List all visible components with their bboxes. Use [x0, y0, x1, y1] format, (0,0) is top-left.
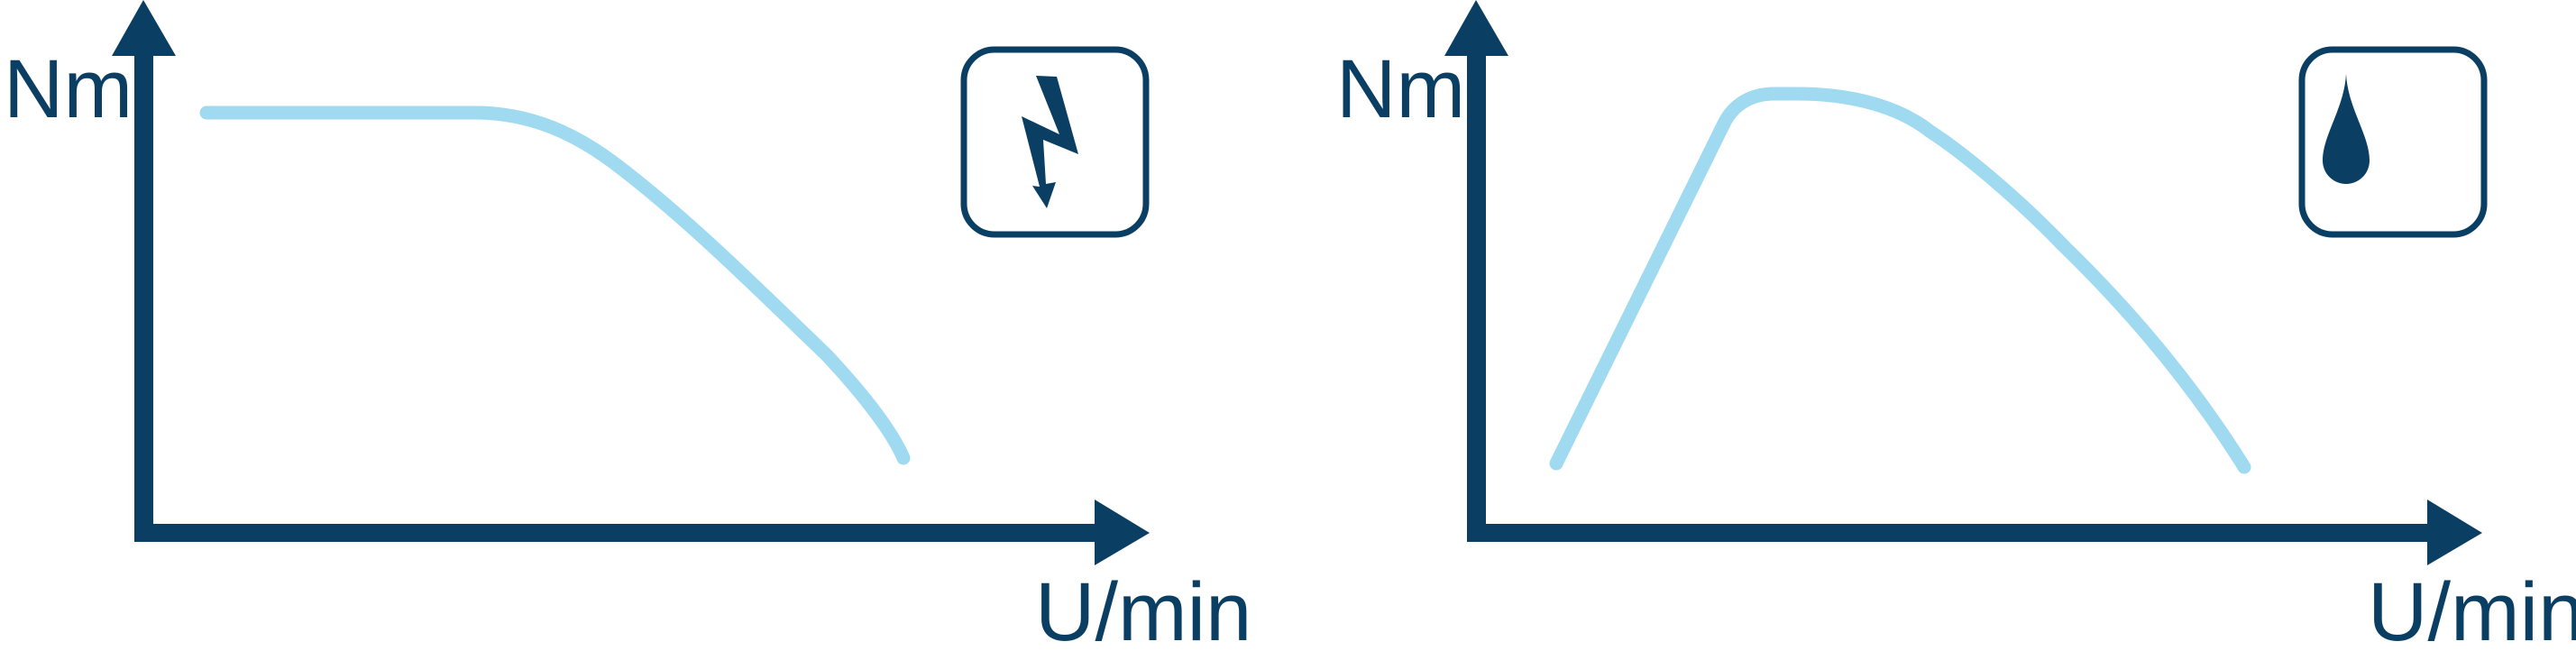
x-axis-arrow-icon [1095, 500, 1150, 565]
x-axis-label: U/min [1035, 566, 1251, 658]
icon-frame [960, 46, 1150, 238]
y-axis [134, 50, 153, 542]
x-axis-arrow-icon [2427, 500, 2482, 565]
fuel-drop-icon [2323, 74, 2370, 184]
y-axis-label: Nm [4, 43, 133, 135]
y-axis-label: Nm [1336, 43, 1465, 135]
y-axis-arrow-icon [1444, 0, 1508, 56]
x-axis [1467, 524, 2436, 542]
torque-curve [1549, 87, 2251, 474]
y-axis [1467, 50, 1486, 542]
y-axis-arrow-icon [112, 0, 176, 56]
icon-frame [2298, 46, 2488, 238]
x-axis-label: U/min [2368, 566, 2576, 658]
lightning-bolt-icon [1022, 76, 1078, 208]
electric-torque-chart: Nm U/min [4, 0, 1251, 658]
x-axis [134, 524, 1104, 542]
combustion-torque-chart: Nm U/min [1336, 0, 2576, 658]
torque-curve [199, 105, 911, 465]
